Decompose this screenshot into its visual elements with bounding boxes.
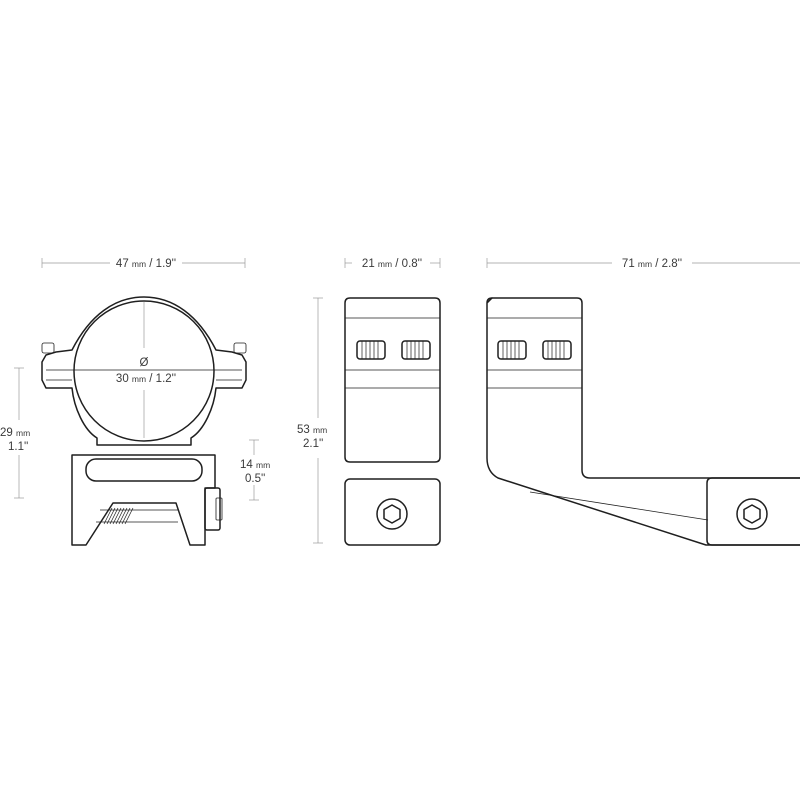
knurled-screw-icon: [401, 340, 431, 360]
knurled-screw-icon: [356, 340, 386, 360]
dimension-lines: [14, 258, 800, 544]
hex-bolt-icon: [736, 498, 768, 530]
mount-side-view: [344, 297, 441, 546]
total-height-imperial: 2.1'': [303, 438, 323, 450]
width-21-label: 21 mm / 0.8'': [362, 258, 422, 270]
base-height-imperial: 0.5'': [245, 473, 265, 485]
length-71-label: 71 mm / 2.8'': [622, 258, 682, 270]
base-height-label: 14 mm: [240, 459, 270, 471]
total-height-label: 53 mm: [297, 424, 327, 436]
width-47-label: 47 mm / 1.9'': [116, 258, 176, 270]
knurled-screw-icon: [542, 340, 572, 360]
center-height-imperial: 1.1'': [8, 441, 28, 453]
ring-front-view: [41, 296, 247, 546]
knurled-screw-icon: [103, 507, 134, 525]
tube-diameter-label: 30 mm / 1.2'': [116, 373, 176, 385]
tube-diameter-symbol: Ø: [140, 357, 149, 369]
knurled-screw-icon: [497, 340, 527, 360]
cantilever-side-view: [486, 297, 800, 546]
hex-bolt-icon: [376, 498, 408, 530]
center-height-label: 29 mm: [0, 427, 30, 439]
